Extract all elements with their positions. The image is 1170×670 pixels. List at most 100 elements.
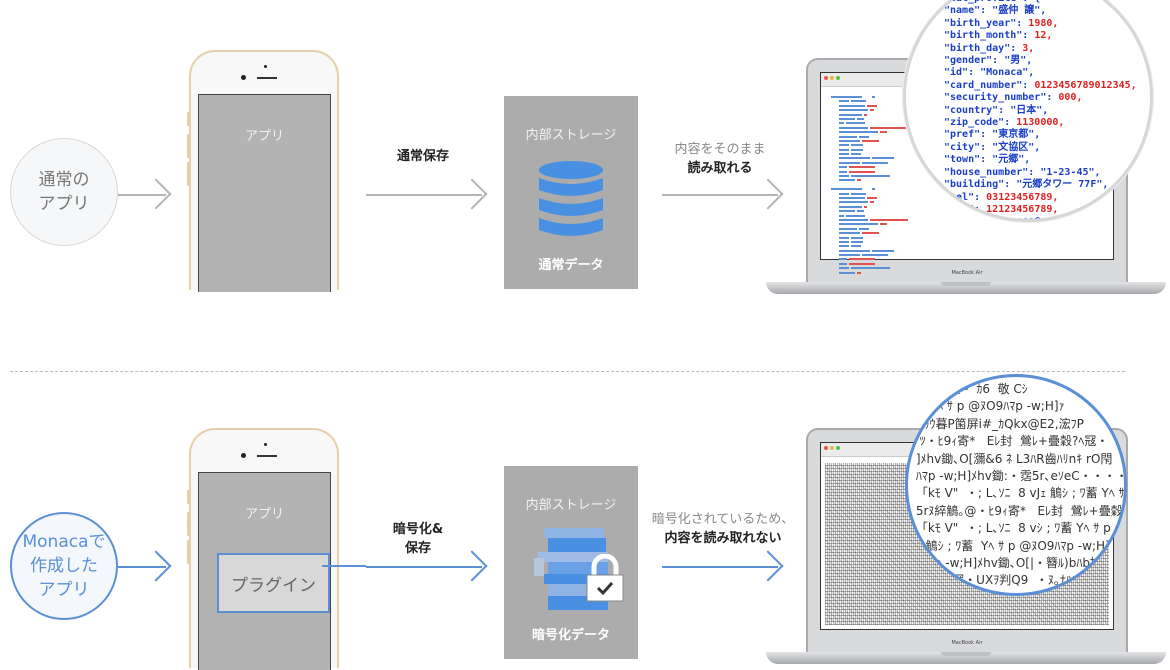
database-icon — [539, 161, 603, 236]
storage-caption: 暗号化データ — [531, 628, 610, 643]
code-line — [827, 257, 1107, 261]
monaca-app-circle: Monacaで 作成した アプリ — [10, 512, 118, 620]
magnified-json: ocal_profile": {"name": "盛仲 譲","birth_ye… — [944, 0, 1137, 222]
json-line: "fax": 12123456789, — [944, 203, 1059, 215]
readable-label: 内容をそのまま 読み取れる — [674, 142, 766, 176]
code-line — [827, 222, 1107, 226]
storage-title: 内部ストレージ — [525, 498, 617, 513]
code-line — [827, 117, 1107, 121]
phone-speaker-icon — [257, 77, 277, 79]
json-line: "tel": 03123456789, — [944, 191, 1059, 203]
code-line — [827, 170, 1107, 174]
code-line — [827, 227, 1107, 231]
code-line — [827, 156, 1107, 160]
arrow-icon — [118, 550, 172, 582]
json-line: "city": "文協区", — [944, 141, 1041, 153]
code-line — [827, 95, 1107, 99]
code-line — [827, 113, 1107, 117]
json-line: "house_number": "1-23-45", — [944, 166, 1101, 178]
code-line — [827, 192, 1107, 196]
json-line: "gender": "男", — [944, 55, 1033, 67]
json-line: "mail": "monaca@monaca.m, — [944, 216, 1095, 222]
code-line — [827, 148, 1107, 152]
code-line — [827, 135, 1107, 139]
json-line: "id": "Monaca", — [944, 67, 1035, 79]
internal-storage-normal: 内部ストレージ 通常データ — [504, 96, 638, 289]
code-line — [827, 139, 1107, 143]
save-label: 通常保存 — [396, 149, 449, 164]
code-line — [827, 126, 1107, 130]
phone-front-camera-icon — [241, 453, 246, 458]
code-line — [827, 152, 1107, 156]
code-line — [827, 200, 1107, 204]
json-line: "security_number": 000, — [944, 92, 1083, 104]
code-line — [827, 143, 1107, 147]
code-line — [827, 99, 1107, 103]
plugin-label: プラグイン — [231, 575, 316, 596]
plugin-connector — [322, 565, 366, 567]
section-divider — [10, 371, 1125, 372]
arrow-icon — [662, 178, 784, 210]
code-line — [827, 271, 1107, 275]
phone-camera-icon — [264, 443, 267, 446]
plugin-box: プラグイン — [217, 553, 330, 613]
unreadable-label: 暗号化されているため、 内容を読み取れない — [651, 512, 795, 546]
app-label: アプリ — [244, 129, 284, 144]
code-line — [827, 205, 1107, 209]
json-line: "birth_day": 3, — [944, 42, 1035, 54]
arrow-icon — [366, 178, 488, 210]
json-line: "country": "日本", — [944, 104, 1049, 116]
code-line — [827, 178, 1107, 182]
json-line: "birth_month": 12, — [944, 30, 1053, 42]
phone-front-camera-icon — [241, 75, 246, 80]
json-line: "town": "元郷", — [944, 154, 1031, 166]
code-line — [827, 104, 1107, 108]
magnifier-readable: ocal_profile": {"name": "盛仲 譲","birth_ye… — [903, 0, 1153, 222]
json-line: "zip_code": 1130000, — [944, 117, 1065, 129]
phone-screen: アプリ プラグイン — [198, 472, 331, 670]
json-code-preview — [827, 95, 1107, 279]
json-line: "birth_year": 1980, — [944, 17, 1059, 29]
code-line — [827, 231, 1107, 235]
code-line — [827, 218, 1107, 222]
phone-camera-icon — [264, 65, 267, 68]
laptop-brand: MacBook Air — [951, 270, 983, 276]
json-line: "card_number": 0123456789012345, — [944, 79, 1137, 91]
code-line — [827, 266, 1107, 270]
code-line — [827, 187, 1107, 191]
code-line — [827, 236, 1107, 240]
phone-screen: アプリ — [198, 94, 331, 292]
monaca-app-label: Monacaで 作成した アプリ — [22, 532, 106, 600]
encrypt-save-label: 暗号化& 保存 — [392, 522, 444, 556]
magnified-garbled-text: ﾆ乂・ ｶ6 敬 Cｼ ｨﾍ ｻ p @ﾇO9ﾊﾏp -w;H]ｧ ｩｳ暮P箘屏… — [915, 382, 1127, 593]
code-line — [827, 130, 1107, 134]
json-line: "name": "盛仲 譲", — [944, 5, 1047, 17]
normal-app-circle: 通常の アプリ — [10, 138, 118, 246]
code-line — [827, 262, 1107, 266]
magnifier-unreadable: ﾆ乂・ ｶ6 敬 Cｼ ｨﾍ ｻ p @ﾇO9ﾊﾏp -w;H]ｧ ｩｳ暮P箘屏… — [905, 374, 1127, 596]
normal-app-label: 通常の アプリ — [38, 170, 90, 214]
code-line — [827, 209, 1107, 213]
phone-monaca: アプリ プラグイン — [187, 428, 339, 670]
app-label: アプリ — [244, 507, 284, 522]
code-line — [827, 174, 1107, 178]
code-line — [827, 253, 1107, 257]
code-line — [827, 121, 1107, 125]
arrow-icon — [662, 550, 784, 582]
code-line — [827, 249, 1107, 253]
code-line — [827, 240, 1107, 244]
code-line — [827, 161, 1107, 165]
phone-normal: アプリ — [187, 50, 339, 292]
arrow-icon — [118, 178, 172, 210]
code-line — [827, 214, 1107, 218]
storage-caption: 通常データ — [538, 258, 604, 273]
storage-title: 内部ストレージ — [525, 128, 617, 143]
json-line: "building": "元郷タワー 77F", — [944, 179, 1109, 191]
laptop-brand: MacBook Air — [951, 640, 983, 646]
code-line — [827, 165, 1107, 169]
code-line — [827, 108, 1107, 112]
json-line: "pref": "東京都", — [944, 129, 1041, 141]
arrow-icon — [366, 550, 488, 582]
lock-icon — [586, 554, 624, 602]
json-line: ocal_profile": { — [944, 0, 1137, 5]
